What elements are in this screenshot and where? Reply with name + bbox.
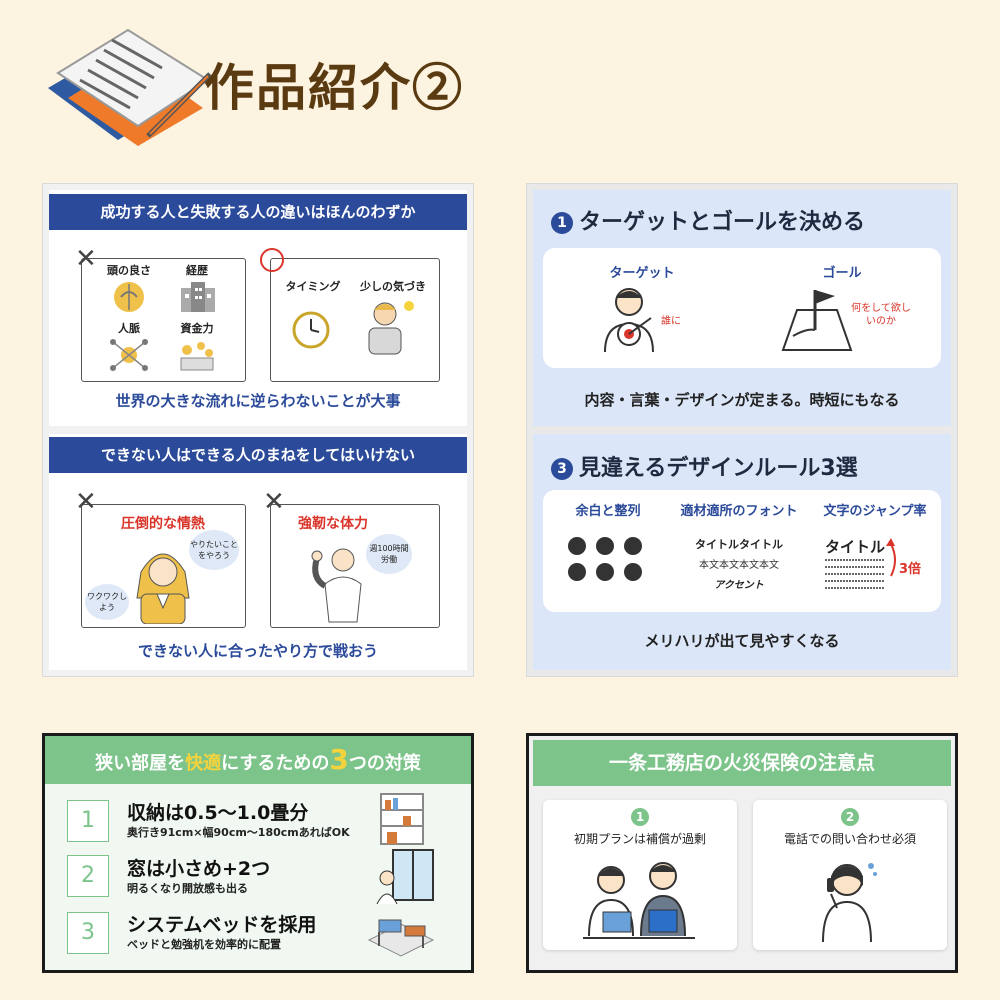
slide-small-room-tips[interactable]: 狭い部屋を快適にするための3つの対策 1 収納は0.5〜1.0畳分 奥行き91c… — [42, 733, 474, 973]
consultation-illustration — [583, 862, 695, 939]
heading-text: 見違えるデザインルール3選 — [579, 456, 858, 481]
font-sample-title: タイトルタイトル — [695, 538, 783, 551]
small-text-lines-icon — [825, 559, 885, 589]
tip-subtitle: 明るくなり開放感も出る — [127, 882, 248, 895]
number-box: 3 — [67, 912, 109, 954]
money-icon — [180, 342, 214, 371]
network-icon — [110, 339, 148, 371]
slide-fire-insurance[interactable]: 一条工務店の火災保険の注意点 1 初期プランは補償が過剰 2 電話での問い合わせ… — [526, 733, 958, 973]
heading-text: ターゲットとゴールを決める — [579, 210, 866, 235]
speech-bubble: やりたいことをやろう — [189, 530, 239, 570]
factor-label: 頭の良さ — [107, 264, 151, 277]
cross-icon: ✕ — [263, 487, 285, 517]
speech-bubble: ワクワクしよう — [85, 584, 129, 620]
tip-subtitle: ベッドと勉強机を効率的に配置 — [127, 938, 281, 951]
rule-title: 余白と整列 — [575, 504, 641, 519]
brain-icon — [114, 282, 144, 312]
bad-factors-box — [81, 258, 246, 382]
section-heading: 3 見違えるデザインルール3選 — [551, 450, 858, 482]
strong-man-illustration — [311, 548, 362, 623]
number-box: 2 — [67, 855, 109, 897]
section-footer: 内容・言葉・デザインが定まる。時短にもなる — [584, 391, 900, 409]
stamina-label: 強靭な体力 — [298, 516, 368, 532]
passion-label: 圧倒的な情熱 — [121, 516, 205, 532]
goal-note: 何をして欲しいのか — [851, 303, 911, 327]
cross-icon: ✕ — [75, 487, 97, 517]
circle-ok-icon — [260, 248, 284, 272]
system-bed-icon — [367, 919, 435, 957]
document-stack-icon — [48, 28, 212, 146]
heading-text: にするための — [221, 753, 330, 774]
dot-grid-icon — [568, 537, 642, 581]
slide-heading: 狭い部屋を快適にするための3つの対策 — [45, 736, 471, 784]
caution-label: 電話での問い合わせ必須 — [783, 832, 916, 846]
rule-title: 文字のジャンプ率 — [823, 504, 927, 519]
section-footer: 世界の大きな流れに逆らわないことが大事 — [115, 392, 401, 410]
factor-label: 資金力 — [180, 322, 214, 335]
font-sample-body: 本文本文本文本文 — [699, 560, 779, 571]
heading-highlight: 快適 — [185, 753, 222, 774]
factor-label: 少しの気づき — [360, 280, 426, 293]
page-title: 作品紹介② — [204, 58, 464, 117]
tip-title: 窓は小さめ+2つ — [127, 858, 271, 880]
heading-text: 狭い部屋を — [95, 753, 186, 774]
factor-label: タイミング — [285, 280, 341, 293]
tip-title: システムベッドを採用 — [127, 914, 317, 936]
number-badge: 1 — [551, 212, 573, 234]
speech-bubble: 週100時間労働 — [366, 534, 412, 574]
factor-label: 人脈 — [118, 322, 140, 335]
jump-arrow-icon — [886, 538, 896, 577]
section-heading: 成功する人と失敗する人の違いはほんのわずか — [49, 194, 467, 230]
target-person-icon — [604, 288, 654, 353]
factor-label: 経歴 — [186, 264, 208, 277]
section-footer: できない人に合ったやり方で戦おう — [137, 642, 378, 660]
slide-heading: 一条工務店の火災保険の注意点 — [533, 740, 951, 786]
shelf-icon — [380, 793, 424, 845]
heading-number: 3 — [329, 743, 349, 776]
section-heading: 1 ターゲットとゴールを決める — [551, 204, 865, 236]
rule-title: 適材適所のフォント — [680, 504, 798, 519]
caution-label: 初期プランは補償が過剰 — [573, 832, 706, 846]
section-footer: メリハリが出て見やすくなる — [644, 632, 840, 650]
slide-success-vs-failure[interactable]: 成功する人と失敗する人の違いはほんのわずか ✕ 頭の良さ 経歴 人脈 資金力 タ… — [42, 183, 474, 677]
number-badge: 2 — [841, 808, 859, 826]
phone-call-illustration — [822, 863, 877, 943]
number-badge: 3 — [551, 458, 573, 480]
window-icon — [376, 849, 434, 905]
font-sample-accent: アクセント — [714, 580, 764, 591]
jump-ratio: 3倍 — [899, 562, 922, 577]
jump-title: タイトル — [825, 538, 886, 556]
woman-illustration — [136, 553, 190, 624]
number-box: 1 — [67, 800, 109, 842]
building-icon — [181, 282, 215, 312]
target-note: 誰に — [661, 316, 681, 327]
target-label: ターゲット — [609, 266, 675, 281]
goal-flag-icon — [781, 290, 853, 351]
tip-subtitle: 奥行き91cm×幅90cm〜180cmあればOK — [127, 826, 350, 839]
slide-design-rules[interactable]: 1 ターゲットとゴールを決める ターゲット 誰に ゴール 何をして欲しいのか 内容… — [526, 183, 958, 677]
section-heading: できない人はできる人のまねをしてはいけない — [49, 437, 467, 473]
cross-icon: ✕ — [75, 244, 97, 274]
heading-text: つの対策 — [348, 753, 421, 774]
goal-label: ゴール — [822, 266, 862, 281]
clock-icon — [292, 311, 330, 349]
number-badge: 1 — [631, 808, 649, 826]
tip-title: 収納は0.5〜1.0畳分 — [127, 802, 309, 824]
idea-person-icon — [368, 301, 414, 355]
